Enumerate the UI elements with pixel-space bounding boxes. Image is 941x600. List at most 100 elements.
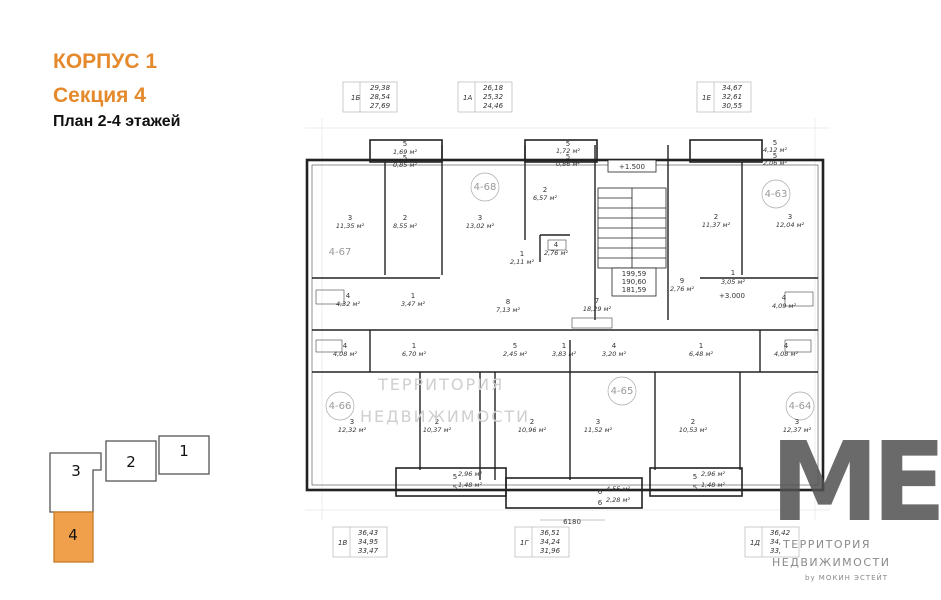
apartment-box-bottom: 1Г 36,51 34,24 31,96	[514, 526, 570, 558]
section-1-label[interactable]: 1	[179, 442, 189, 460]
logo-text-1: ТЕРРИТОРИЯ	[782, 538, 871, 551]
svg-text:2: 2	[403, 214, 407, 222]
apartment-area: 36,51	[540, 529, 560, 537]
svg-text:4: 4	[784, 342, 789, 350]
apartment-code: 1Б	[351, 94, 360, 102]
interior-walls	[312, 145, 818, 480]
svg-text:6,70 м²: 6,70 м²	[402, 350, 426, 358]
section-3-outline[interactable]	[49, 452, 102, 513]
svg-text:7,13 м²: 7,13 м²	[496, 306, 520, 314]
logo-text-2: НЕДВИЖИМОСТИ	[772, 556, 890, 569]
svg-text:10,53 м²: 10,53 м²	[679, 426, 708, 434]
apartment-area: 29,38	[370, 84, 391, 92]
svg-text:4,55 м²: 4,55 м²	[606, 485, 630, 493]
svg-text:1: 1	[699, 342, 703, 350]
svg-text:3: 3	[596, 418, 600, 426]
svg-text:12,04 м²: 12,04 м²	[776, 221, 805, 229]
apartment-area: 26,18	[483, 84, 504, 92]
apartment-area: 31,96	[540, 547, 561, 555]
dimension-label: 6180	[563, 518, 581, 526]
watermark-line1: ТЕРРИТОРИЯ	[377, 375, 504, 394]
svg-text:11,35 м²: 11,35 м²	[336, 222, 365, 230]
svg-text:7: 7	[595, 297, 599, 305]
svg-text:12,32 м²: 12,32 м²	[338, 426, 367, 434]
svg-text:1: 1	[412, 342, 416, 350]
svg-text:4,12 м²: 4,12 м²	[763, 146, 787, 154]
svg-text:10,96 м²: 10,96 м²	[518, 426, 547, 434]
svg-text:2: 2	[691, 418, 695, 426]
section-3-label[interactable]: 3	[71, 462, 81, 480]
svg-text:1: 1	[411, 292, 415, 300]
svg-text:10,37 м²: 10,37 м²	[423, 426, 452, 434]
svg-text:2,11 м²: 2,11 м²	[510, 258, 534, 266]
watermark-line2: НЕДВИЖИМОСТИ	[360, 407, 530, 426]
apartment-box-top: 1Б 29,38 28,54 27,69	[342, 81, 398, 113]
svg-text:3: 3	[788, 213, 792, 221]
section-selector: 3 2 1 4	[49, 435, 210, 563]
apartment-code: 1Г	[520, 539, 529, 547]
svg-text:8: 8	[506, 298, 510, 306]
svg-text:5: 5	[693, 484, 697, 492]
svg-text:6: 6	[598, 499, 603, 507]
svg-text:4,08 м²: 4,08 м²	[774, 350, 798, 358]
section-4-label[interactable]: 4	[68, 526, 78, 544]
svg-text:2: 2	[714, 213, 718, 221]
svg-text:4: 4	[612, 342, 617, 350]
apartment-box-top: 1Е 34,67 32,61 30,55	[696, 81, 752, 113]
svg-text:5: 5	[513, 342, 517, 350]
section-2-outline[interactable]	[105, 440, 157, 482]
apartment-box-bottom: 1В 36,43 34,95 33,47	[332, 526, 388, 558]
svg-text:6,48 м²: 6,48 м²	[689, 350, 713, 358]
apartment-area: 25,32	[483, 93, 504, 101]
apartment-code: 1В	[338, 539, 347, 547]
svg-text:1: 1	[562, 342, 566, 350]
svg-text:2,28 м²: 2,28 м²	[606, 496, 630, 504]
grid-lines	[305, 118, 830, 520]
section-2-label[interactable]: 2	[126, 453, 136, 471]
apartment-code: 1Е	[702, 94, 711, 102]
svg-text:13,02 м²: 13,02 м²	[466, 222, 495, 230]
room-labels: 51,69 м² 50,85 м² 51,72 м² 50,86 м² 54,1…	[333, 139, 812, 507]
svg-text:4: 4	[782, 294, 787, 302]
svg-text:1: 1	[520, 250, 524, 258]
svg-text:1,72 м²: 1,72 м²	[556, 147, 580, 155]
svg-text:3,20 м²: 3,20 м²	[602, 350, 626, 358]
apartment-area: 33,	[770, 547, 781, 555]
stair-level-top: +1.500	[619, 163, 645, 171]
unit-label: 4-64	[789, 401, 812, 412]
svg-text:5: 5	[403, 140, 407, 148]
apartment-area: 36,43	[358, 529, 378, 537]
company-logo: ME. ТЕРРИТОРИЯ НЕДВИЖИМОСТИ by МОКИН ЭСТ…	[770, 418, 941, 582]
apartment-code: 1А	[463, 94, 472, 102]
svg-text:1: 1	[731, 269, 735, 277]
logo-mark: ME.	[770, 418, 941, 546]
svg-text:5: 5	[453, 484, 457, 492]
svg-text:9: 9	[680, 277, 684, 285]
apartment-area: 34,67	[722, 84, 743, 92]
apartment-box-top: 1А 26,18 25,32 24,46	[457, 81, 513, 113]
svg-text:0,86 м²: 0,86 м²	[556, 160, 580, 168]
svg-text:6,57 м²: 6,57 м²	[533, 194, 557, 202]
svg-text:5: 5	[403, 154, 407, 162]
svg-text:11,52 м²: 11,52 м²	[584, 426, 613, 434]
svg-text:18,29 м²: 18,29 м²	[583, 305, 612, 313]
apartment-area: 34,95	[358, 538, 379, 546]
svg-text:2: 2	[530, 418, 534, 426]
unit-label: 4-68	[474, 182, 497, 193]
svg-text:2,76 м²: 2,76 м²	[544, 249, 568, 257]
apartment-box-bottom: 1Д 36,42 34, 33,	[744, 526, 800, 558]
svg-text:5: 5	[566, 153, 570, 161]
svg-text:2,96 м²: 2,96 м²	[458, 470, 482, 478]
section-1-outline[interactable]	[158, 435, 210, 475]
svg-text:3: 3	[350, 418, 354, 426]
svg-text:2,06 м²: 2,06 м²	[763, 159, 787, 167]
section-4-outline[interactable]	[53, 511, 94, 563]
svg-text:5: 5	[773, 139, 777, 147]
svg-text:0,85 м²: 0,85 м²	[393, 161, 417, 169]
svg-text:11,37 м²: 11,37 м²	[702, 221, 731, 229]
svg-text:2,45 м²: 2,45 м²	[503, 350, 527, 358]
svg-text:2,96 м²: 2,96 м²	[701, 470, 725, 478]
svg-text:3,05 м²: 3,05 м²	[721, 278, 745, 286]
svg-text:8,55 м²: 8,55 м²	[393, 222, 417, 230]
